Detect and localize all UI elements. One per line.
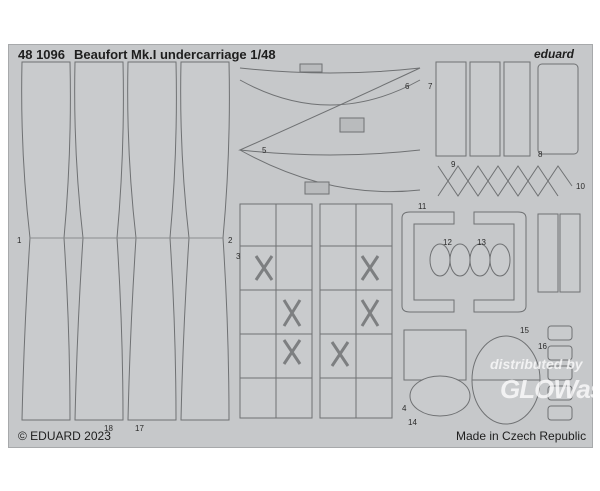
part-number-16: 16 [538, 342, 547, 351]
part-number-12: 12 [443, 238, 452, 247]
part-number-13: 13 [477, 238, 486, 247]
part-number-6: 6 [405, 82, 410, 91]
part-number-11: 11 [418, 202, 427, 211]
grid-panel-right [319, 203, 393, 419]
brand-logo: eduard [534, 47, 575, 61]
zigzag-strip [437, 165, 573, 197]
part-number-10: 10 [576, 182, 585, 191]
part-number-4: 4 [402, 404, 407, 413]
small-links [547, 325, 573, 421]
part-number-1: 1 [17, 236, 22, 245]
top-right-frames [435, 61, 579, 157]
part-number-14: 14 [408, 418, 417, 427]
side-frames [537, 213, 581, 293]
product-code: 48 1096 [18, 47, 65, 62]
part-number-2: 2 [228, 236, 233, 245]
product-title: Beaufort Mk.I undercarriage 1/48 [74, 47, 276, 62]
part-number-3: 3 [236, 252, 241, 261]
x-bracing [254, 255, 380, 367]
part-number-18: 18 [104, 424, 113, 433]
watermark-line2: GLOWas [500, 374, 600, 404]
grid-panel-left [239, 203, 313, 419]
made-in-text: Made in Czech Republic [456, 429, 587, 443]
centre-frame [401, 211, 527, 313]
part-number-15: 15 [520, 326, 529, 335]
copyright-text: © EDUARD 2023 [18, 429, 111, 443]
gear-door-panels [21, 61, 230, 421]
part-number-7: 7 [428, 82, 433, 91]
part-number-17: 17 [135, 424, 144, 433]
part-number-9: 9 [451, 160, 456, 169]
part-number-8: 8 [538, 150, 543, 159]
watermark-line1: distributed by [490, 356, 583, 372]
part-number-5: 5 [262, 146, 267, 155]
bottom-centre-parts [403, 329, 541, 425]
twisted-strips [238, 67, 421, 193]
